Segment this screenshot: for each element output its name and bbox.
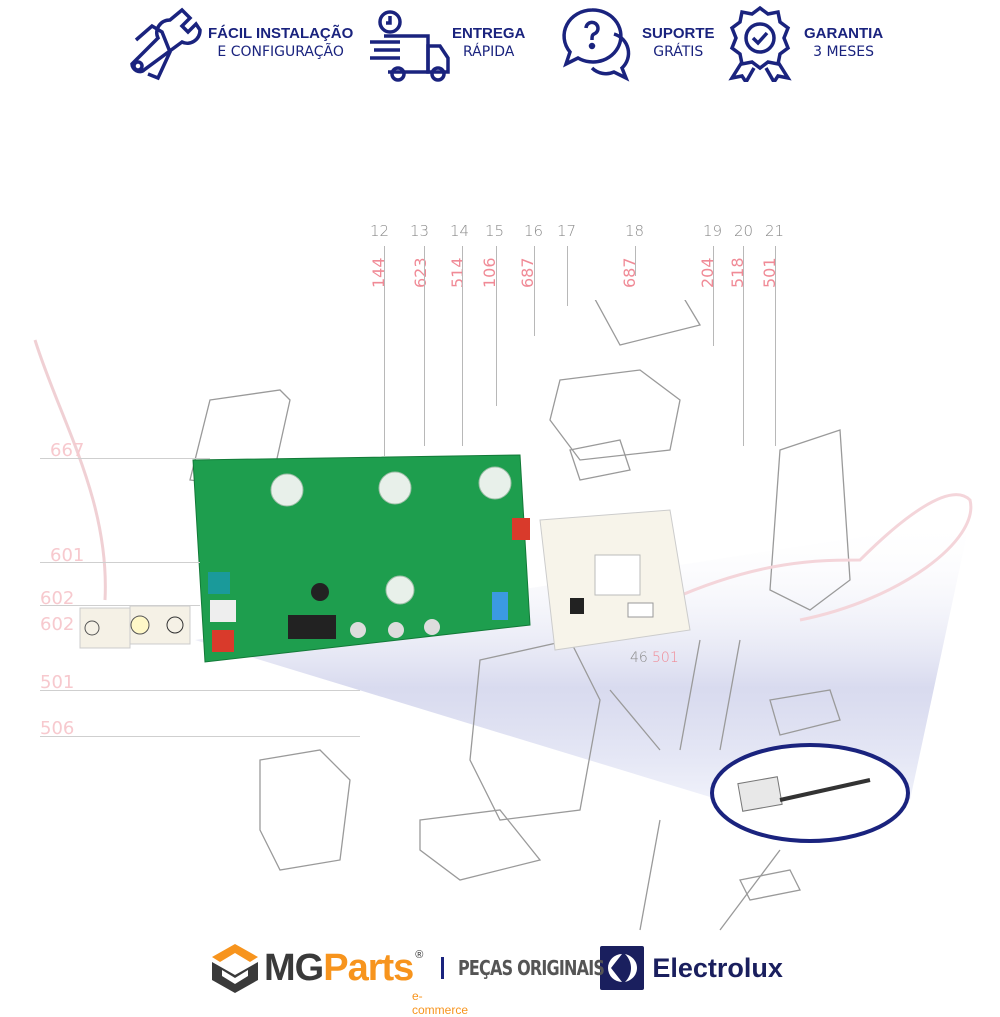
cable-wire — [669, 493, 973, 622]
badge-support: SUPORTE GRÁTIS — [556, 4, 715, 82]
wrench-hand-icon — [130, 7, 202, 81]
callout-ref: 106 — [480, 257, 499, 288]
badge-title: SUPORTE — [642, 25, 715, 42]
callout-number: 13 — [410, 222, 430, 240]
callout-ref: 687 — [620, 257, 639, 288]
detail-cable — [779, 778, 871, 802]
footer-brands: MGParts® e-commerce PEÇAS ORIGINAIS Elec… — [210, 938, 783, 1017]
callout-ref: 623 — [411, 257, 430, 288]
main-pcb — [192, 454, 531, 663]
ecommerce-label: e-commerce — [412, 989, 469, 1017]
led-board — [79, 605, 191, 649]
brand-parts: Parts — [323, 947, 414, 989]
badge-title: FÁCIL INSTALAÇÃO — [208, 25, 354, 42]
callout-number: 14 — [450, 222, 470, 240]
support-chat-icon — [562, 8, 631, 82]
feature-badges: FÁCIL INSTALAÇÃO E CONFIGURAÇÃO ENTREGA RÁ… — [0, 0, 1000, 90]
tagline: PEÇAS ORIGINAIS — [458, 956, 605, 980]
mgparts-logo-icon — [212, 944, 258, 993]
callout-number: 12 — [370, 222, 390, 240]
badge-subtitle: E CONFIGURAÇÃO — [217, 44, 344, 60]
highlight-beam — [195, 520, 970, 800]
callout-ref: 518 — [728, 257, 747, 288]
callout-number: 21 — [765, 222, 785, 240]
electrolux-logo-icon — [600, 946, 645, 990]
badge-installation: FÁCIL INSTALAÇÃO E CONFIGURAÇÃO — [122, 4, 353, 82]
callout-ref: 144 — [369, 257, 388, 288]
callout-ref: 204 — [698, 257, 717, 288]
callout-ref: 514 — [448, 257, 467, 288]
registered-mark: ® — [415, 949, 424, 961]
callout-number: 20 — [734, 222, 754, 240]
line-drawing-parts — [189, 300, 851, 931]
delivery-truck-icon — [370, 10, 450, 82]
warranty-ribbon-icon — [728, 5, 792, 82]
divider — [441, 957, 445, 979]
exploded-parts-diagram — [33, 300, 973, 931]
badge-warranty: GARANTIA 3 MESES — [718, 4, 883, 82]
badge-subtitle: GRÁTIS — [653, 44, 704, 60]
callout-ref: 687 — [518, 257, 537, 288]
badge-subtitle: 3 MESES — [813, 44, 875, 60]
brand-mg: MG — [264, 947, 324, 989]
badge-delivery: ENTREGA RÁPIDA — [366, 4, 525, 82]
mgparts-brand: MGParts® e-commerce — [264, 947, 468, 1017]
callout-ref: 501 — [760, 257, 779, 288]
interface-board — [539, 509, 691, 651]
callout-number: 18 — [625, 222, 645, 240]
callout-number: 19 — [703, 222, 723, 240]
badge-title: ENTREGA — [452, 25, 526, 42]
electrolux-brand: Electrolux — [652, 952, 783, 983]
badge-subtitle: RÁPIDA — [462, 44, 515, 60]
callout-number: 17 — [557, 222, 577, 240]
badge-title: GARANTIA — [804, 25, 884, 42]
detail-board — [737, 776, 783, 812]
cable-wire — [33, 339, 107, 601]
callout-number: 15 — [485, 222, 505, 240]
callout-number: 16 — [524, 222, 544, 240]
